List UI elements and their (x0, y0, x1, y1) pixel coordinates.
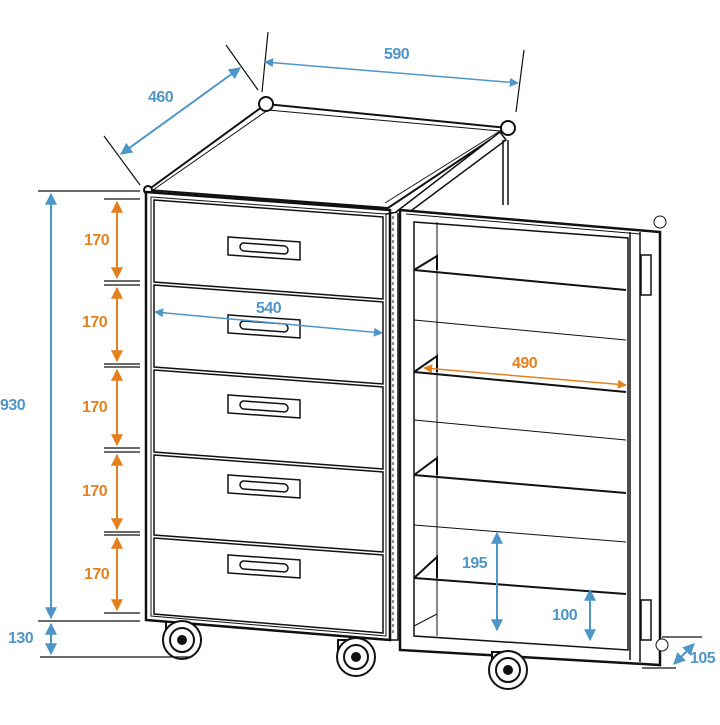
dim-lid-compartment-height-label: 195 (462, 555, 488, 572)
dim-body-height-label: 930 (0, 397, 26, 414)
castor-wheels (162, 620, 528, 690)
dim-drawer-1-height-label: 170 (84, 232, 110, 249)
wheel-front-left (162, 620, 202, 660)
extension-lines (38, 31, 702, 669)
dim-drawer-width-label: 540 (256, 300, 282, 317)
wheel-front-right (336, 637, 376, 677)
dim-drawer-4-height-label: 170 (82, 483, 108, 500)
dim-wheel-height-label: 130 (8, 630, 34, 647)
dim-lid-shelf-height-label: 100 (552, 607, 578, 624)
dimension-arrows-orange (111, 200, 627, 612)
case-top (143, 96, 516, 210)
dimension-arrows-blue (45, 58, 695, 665)
dim-drawer-3-height-label: 170 (82, 399, 108, 416)
dim-depth-label: 460 (148, 89, 174, 106)
dim-lid-shelf-width-label: 490 (512, 355, 538, 372)
dim-drawer-5-height-label: 170 (84, 566, 110, 583)
lid-frame (395, 130, 669, 667)
dim-drawer-2-height-label: 170 (82, 314, 108, 331)
dim-width-label: 590 (384, 46, 410, 63)
wheel-lid (488, 650, 528, 690)
dim-lid-depth-label: 105 (690, 650, 716, 667)
